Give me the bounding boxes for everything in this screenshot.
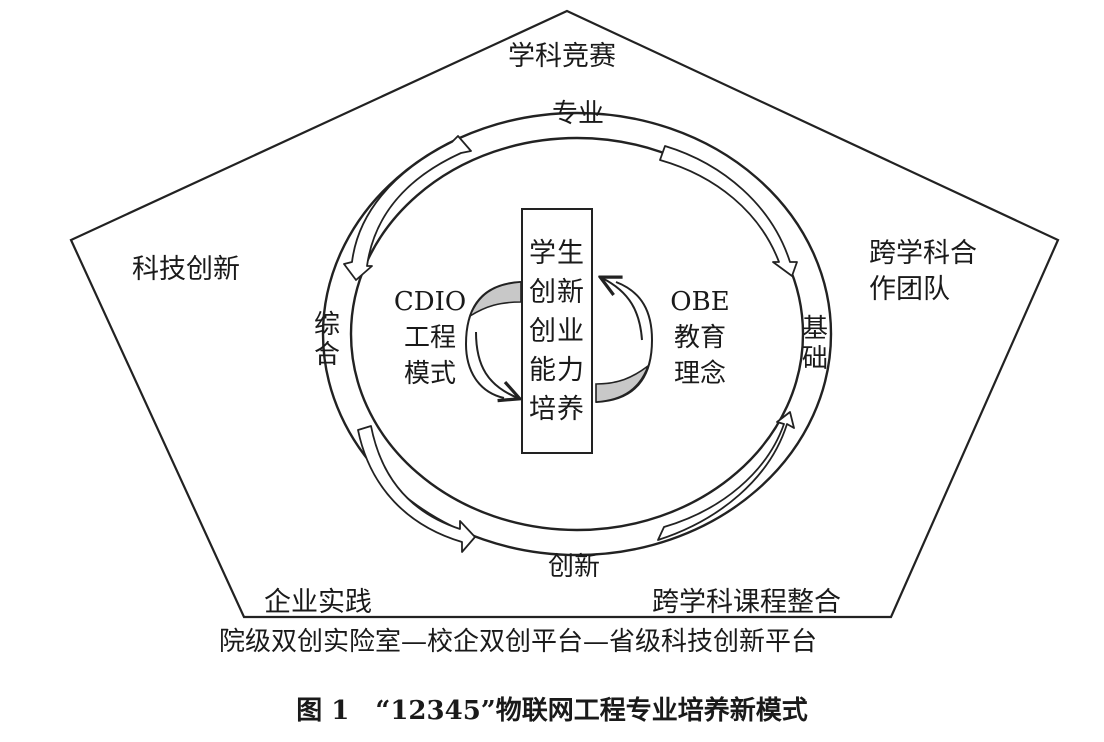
center-line-1: 学生 — [529, 238, 585, 269]
ring-label-comprehensive-char-1: 综 — [313, 310, 340, 340]
center-goal-box: 学生 创新 创业 能力 培养 — [521, 208, 593, 454]
obe-label: OBE 教育 理念 — [662, 284, 738, 392]
ring-arrow-bottom-left — [357, 425, 476, 553]
figure-caption: 图 1 “12345”物联网工程专业培养新模式 — [296, 696, 808, 726]
center-line-5: 培养 — [529, 394, 585, 425]
obe-label-line-3: 理念 — [673, 359, 726, 389]
obe-label-line-2: 教育 — [673, 323, 726, 353]
cdio-cycle-arrow — [475, 331, 518, 398]
inner-ring — [349, 136, 805, 532]
ring-label-comprehensive-char-2: 合 — [313, 340, 340, 370]
outer-ring — [321, 111, 833, 557]
label-course-integration: 跨学科课程整合 — [652, 587, 841, 618]
center-line-3: 创业 — [529, 316, 585, 347]
ring-arrow-top-left — [343, 135, 472, 281]
obe-cycle-arrow — [602, 278, 643, 341]
center-line-2: 创新 — [529, 277, 585, 308]
cdio-cycle-fill — [468, 281, 522, 318]
ring-label-major: 专业 — [552, 99, 605, 129]
label-enterprise-practice: 企业实践 — [264, 587, 372, 618]
ring-label-foundation: 基 础 — [798, 314, 832, 374]
label-tech-innovation: 科技创新 — [132, 254, 240, 285]
label-competition: 学科竞赛 — [508, 41, 616, 72]
label-cross-team: 跨学科合 作团队 — [869, 236, 977, 308]
ring-label-comprehensive: 综 合 — [310, 310, 344, 370]
obe-cycle-band — [595, 281, 654, 403]
ring-label-innovation: 创新 — [548, 552, 601, 582]
obe-label-line-1: OBE — [670, 287, 730, 317]
cdio-label-line-1: CDIO — [393, 287, 467, 317]
pentagon-outline — [69, 9, 1060, 619]
cdio-label-line-3: 模式 — [403, 359, 456, 389]
center-line-4: 能力 — [529, 355, 585, 386]
ring-arrow-top-right — [659, 145, 798, 277]
label-cross-team-line-2: 作团队 — [869, 274, 950, 305]
ring-arrow-bottom-right — [657, 411, 795, 541]
label-cross-team-line-1: 跨学科合 — [869, 238, 977, 269]
cdio-label: CDIO 工程 模式 — [388, 284, 472, 392]
cdio-label-line-2: 工程 — [403, 323, 456, 353]
ring-label-foundation-char-2: 础 — [801, 344, 828, 374]
platform-line: 院级双创实险室—校企双创平台—省级科技创新平台 — [219, 627, 818, 657]
ring-label-foundation-char-1: 基 — [801, 314, 828, 344]
obe-cycle-fill — [595, 363, 650, 403]
